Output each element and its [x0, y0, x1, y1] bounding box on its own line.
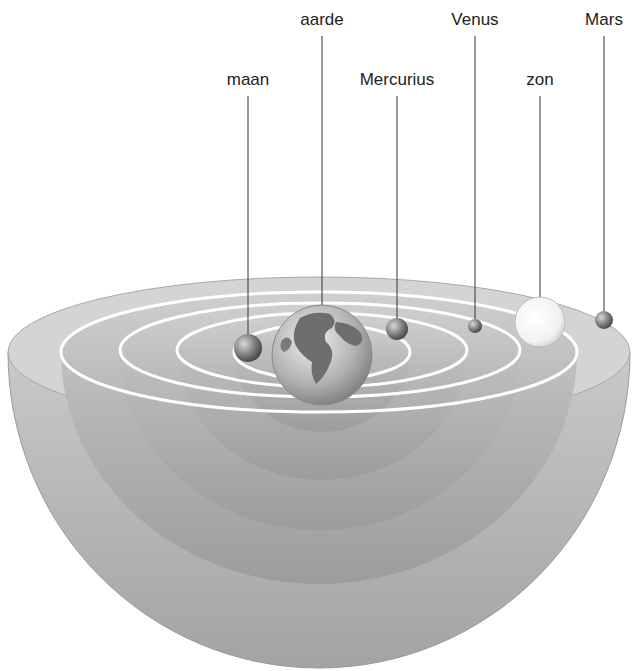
mercury-sphere [386, 318, 408, 340]
shell [120, 303, 520, 530]
body-label: zon [526, 70, 553, 90]
body-label: Mercurius [360, 70, 435, 90]
venus-sphere [468, 319, 482, 333]
orbit-ring [61, 292, 577, 412]
moon-sphere [234, 334, 262, 362]
shell [61, 292, 577, 584]
orbit-ring [177, 313, 467, 387]
body-label: aarde [300, 10, 343, 30]
body-label: maan [227, 70, 270, 90]
leader-line [540, 96, 541, 297]
mars-sphere [595, 311, 613, 329]
leader-line [248, 96, 249, 334]
leader-lines [248, 36, 604, 334]
sun-sphere [515, 297, 565, 347]
body-label: Venus [451, 10, 498, 30]
leader-line [604, 36, 605, 311]
leader-line [397, 96, 398, 318]
earth-globe [272, 305, 372, 405]
leader-line [475, 36, 476, 319]
leader-line [322, 36, 323, 305]
body-label: Mars [585, 10, 623, 30]
